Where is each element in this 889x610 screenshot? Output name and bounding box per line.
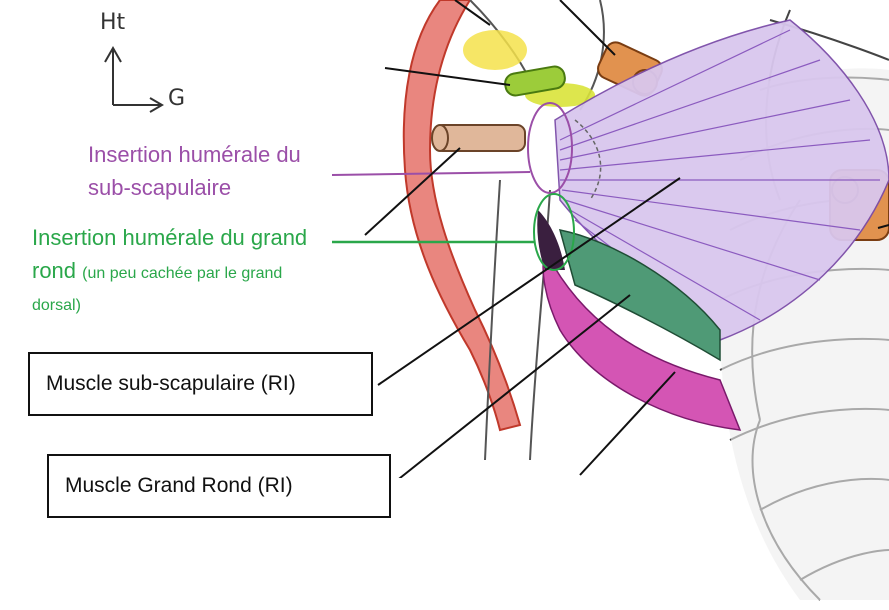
tendon-bundle-left: [431, 124, 526, 152]
teres-insertion-line3-row: dorsal): [32, 290, 307, 315]
subscap-insertion-line2: sub-scapulaire: [88, 175, 232, 201]
subscap-insertion-ellipse: [527, 102, 573, 194]
teres-insertion-label: Insertion humérale du grand rond (un peu…: [32, 225, 307, 315]
dashed-outline: [574, 119, 602, 201]
pointer-lines: [331, 0, 889, 483]
muscle-fibers: [559, 29, 880, 331]
axis-up-label: Ht: [100, 10, 126, 35]
teres-insertion-note: (un peu cachée par le grand: [82, 265, 283, 283]
axis-right-label: G: [168, 86, 186, 111]
teres-insertion-line1: Insertion humérale du grand: [32, 225, 308, 250]
insertion-dark: [537, 210, 565, 270]
muscle-latissimus: [542, 247, 742, 431]
teres-insertion-ellipse: [533, 193, 575, 271]
artery-shape: [402, 0, 522, 432]
muscle-teres-major: [558, 229, 721, 362]
axis-arrows: [104, 45, 164, 113]
subscapularis-box: Muscle sub-scapulaire (RI): [28, 352, 373, 416]
subscap-insertion-label: Insertion humérale du sub-scapulaire: [88, 142, 301, 201]
yellow-blob: [463, 30, 527, 70]
teres-major-box: Muscle Grand Rond (RI): [47, 454, 391, 518]
teres-insertion-line2-row: rond (un peu cachée par le grand: [32, 258, 307, 283]
green-tendon: [504, 65, 566, 97]
teres-insertion-note-line3: dorsal): [32, 296, 81, 314]
subscap-insertion-line1: Insertion humérale du: [88, 142, 301, 167]
teres-insertion-line2: rond: [32, 258, 77, 284]
